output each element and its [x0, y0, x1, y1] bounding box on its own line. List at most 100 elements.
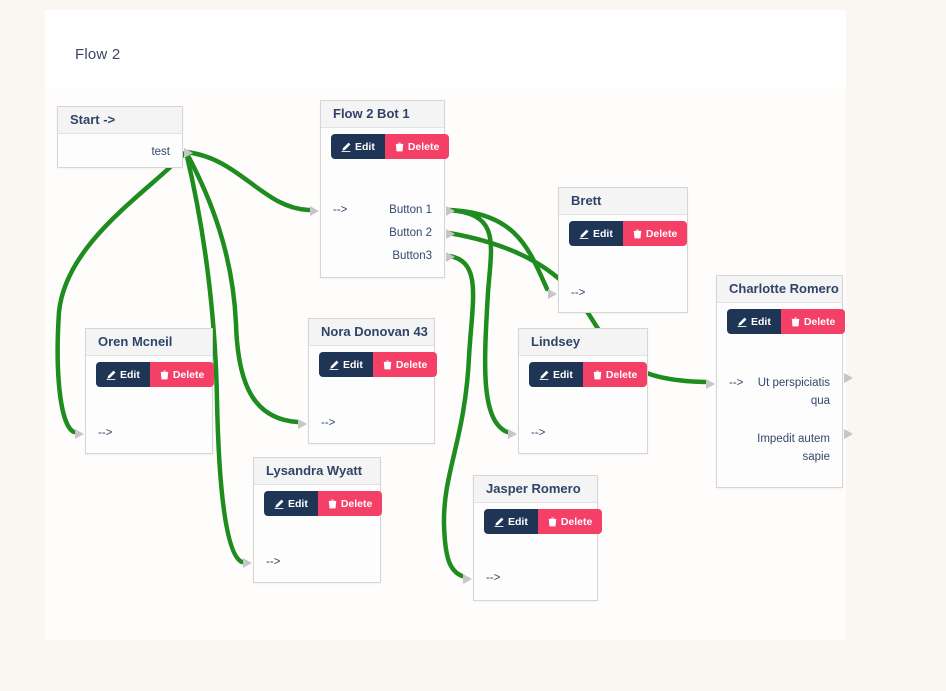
edit-button-label: Edit	[508, 515, 528, 528]
edit-button[interactable]: Edit	[331, 134, 385, 159]
node-actions: Edit Delete	[569, 221, 688, 246]
delete-button-label: Delete	[340, 497, 373, 510]
trash-icon	[160, 370, 169, 379]
node-title: Oren Mcneil	[86, 329, 212, 356]
output-port-label: test	[151, 146, 170, 158]
edit-button[interactable]: Edit	[484, 509, 538, 534]
input-port-label: -->	[266, 556, 281, 568]
edit-pencil-icon	[329, 360, 339, 370]
edit-button[interactable]: Edit	[727, 309, 781, 334]
edit-button-label: Edit	[288, 497, 308, 510]
output-port-label: Button3	[392, 250, 432, 262]
node-title: Jasper Romero	[474, 476, 597, 503]
flow-node-brett[interactable]: Brett Edit Delete -->	[548, 187, 688, 313]
output-port-icon[interactable]	[446, 252, 455, 262]
flow-node-jasper[interactable]: Jasper Romero Edit Delete -->	[463, 475, 603, 601]
input-port-label: -->	[486, 572, 501, 584]
node-actions: Edit Delete	[484, 509, 603, 534]
output-port-icon[interactable]	[184, 148, 193, 158]
node-title: Charlotte Romero	[717, 276, 842, 303]
output-port-icon[interactable]	[844, 373, 853, 383]
delete-button[interactable]: Delete	[372, 352, 438, 377]
edit-pencil-icon	[274, 499, 284, 509]
node-actions: Edit Delete	[96, 362, 215, 387]
output-port-label: Ut perspiciatis qua	[757, 377, 830, 407]
input-port-icon[interactable]	[508, 429, 517, 439]
edit-pencil-icon	[341, 142, 351, 152]
flow-node-oren[interactable]: Oren Mcneil Edit Delete -->	[75, 328, 215, 454]
trash-icon	[548, 517, 557, 526]
flow-node-nora[interactable]: Nora Donovan 43 Edit Delete -->	[298, 318, 438, 444]
delete-button-label: Delete	[560, 515, 593, 528]
flow-node-lindsey[interactable]: Lindsey Edit Delete -->	[508, 328, 648, 454]
input-port-label: -->	[321, 417, 336, 429]
input-port-icon[interactable]	[706, 379, 715, 389]
delete-button-label: Delete	[605, 368, 638, 381]
delete-button[interactable]: Delete	[537, 509, 603, 534]
input-port-label: -->	[531, 427, 546, 439]
edit-button[interactable]: Edit	[264, 491, 318, 516]
output-port-label: Button 1	[389, 204, 432, 216]
node-actions: Edit Delete	[319, 352, 438, 377]
node-actions: Edit Delete	[264, 491, 383, 516]
delete-button-label: Delete	[645, 227, 678, 240]
input-port-label: -->	[729, 377, 744, 389]
output-port-icon[interactable]	[844, 429, 853, 439]
output-port-label: Impedit autem sapie	[757, 433, 830, 463]
input-port-icon[interactable]	[298, 419, 307, 429]
edit-button-label: Edit	[553, 368, 573, 381]
edit-button-label: Edit	[593, 227, 613, 240]
flow-node-lysandra[interactable]: Lysandra Wyatt Edit Delete -->	[243, 457, 383, 583]
trash-icon	[633, 229, 642, 238]
input-port-label: -->	[98, 427, 113, 439]
delete-button-label: Delete	[172, 368, 205, 381]
node-title: Lindsey	[519, 329, 647, 356]
delete-button[interactable]: Delete	[384, 134, 450, 159]
edit-pencil-icon	[737, 317, 747, 327]
node-title: Flow 2 Bot 1	[321, 101, 444, 128]
input-port-icon[interactable]	[463, 574, 472, 584]
edit-button[interactable]: Edit	[96, 362, 150, 387]
flow-node-charlotte[interactable]: Charlotte Romero Edit Delete --> Ut persp…	[706, 275, 853, 488]
delete-button[interactable]: Delete	[622, 221, 688, 246]
edit-pencil-icon	[579, 229, 589, 239]
input-port-label: -->	[571, 287, 586, 299]
trash-icon	[593, 370, 602, 379]
edit-button-label: Edit	[355, 140, 375, 153]
edit-button-label: Edit	[343, 358, 363, 371]
edit-button-label: Edit	[751, 315, 771, 328]
node-title: Lysandra Wyatt	[254, 458, 380, 485]
edit-button[interactable]: Edit	[529, 362, 583, 387]
edit-pencil-icon	[494, 517, 504, 527]
delete-button[interactable]: Delete	[149, 362, 215, 387]
delete-button-label: Delete	[407, 140, 440, 153]
edit-button-label: Edit	[120, 368, 140, 381]
flow-node-start[interactable]: Start -> test	[57, 106, 193, 168]
trash-icon	[383, 360, 392, 369]
input-port-icon[interactable]	[75, 429, 84, 439]
node-actions: Edit Delete	[331, 134, 450, 159]
input-port-icon[interactable]	[548, 289, 557, 299]
delete-button[interactable]: Delete	[317, 491, 383, 516]
edit-button[interactable]: Edit	[569, 221, 623, 246]
trash-icon	[395, 142, 404, 151]
delete-button-label: Delete	[395, 358, 428, 371]
delete-button-label: Delete	[803, 315, 836, 328]
output-port-icon[interactable]	[446, 206, 455, 216]
node-title: Brett	[559, 188, 687, 215]
trash-icon	[791, 317, 800, 326]
trash-icon	[328, 499, 337, 508]
page-title: Flow 2	[75, 46, 121, 63]
node-actions: Edit Delete	[727, 309, 846, 334]
delete-button[interactable]: Delete	[582, 362, 648, 387]
edit-button[interactable]: Edit	[319, 352, 373, 377]
input-port-icon[interactable]	[310, 206, 319, 216]
node-title: Start ->	[58, 107, 182, 134]
input-port-icon[interactable]	[243, 558, 252, 568]
edit-pencil-icon	[106, 370, 116, 380]
node-title: Nora Donovan 43	[309, 319, 434, 346]
delete-button[interactable]: Delete	[780, 309, 846, 334]
node-actions: Edit Delete	[529, 362, 648, 387]
output-port-icon[interactable]	[446, 229, 455, 239]
